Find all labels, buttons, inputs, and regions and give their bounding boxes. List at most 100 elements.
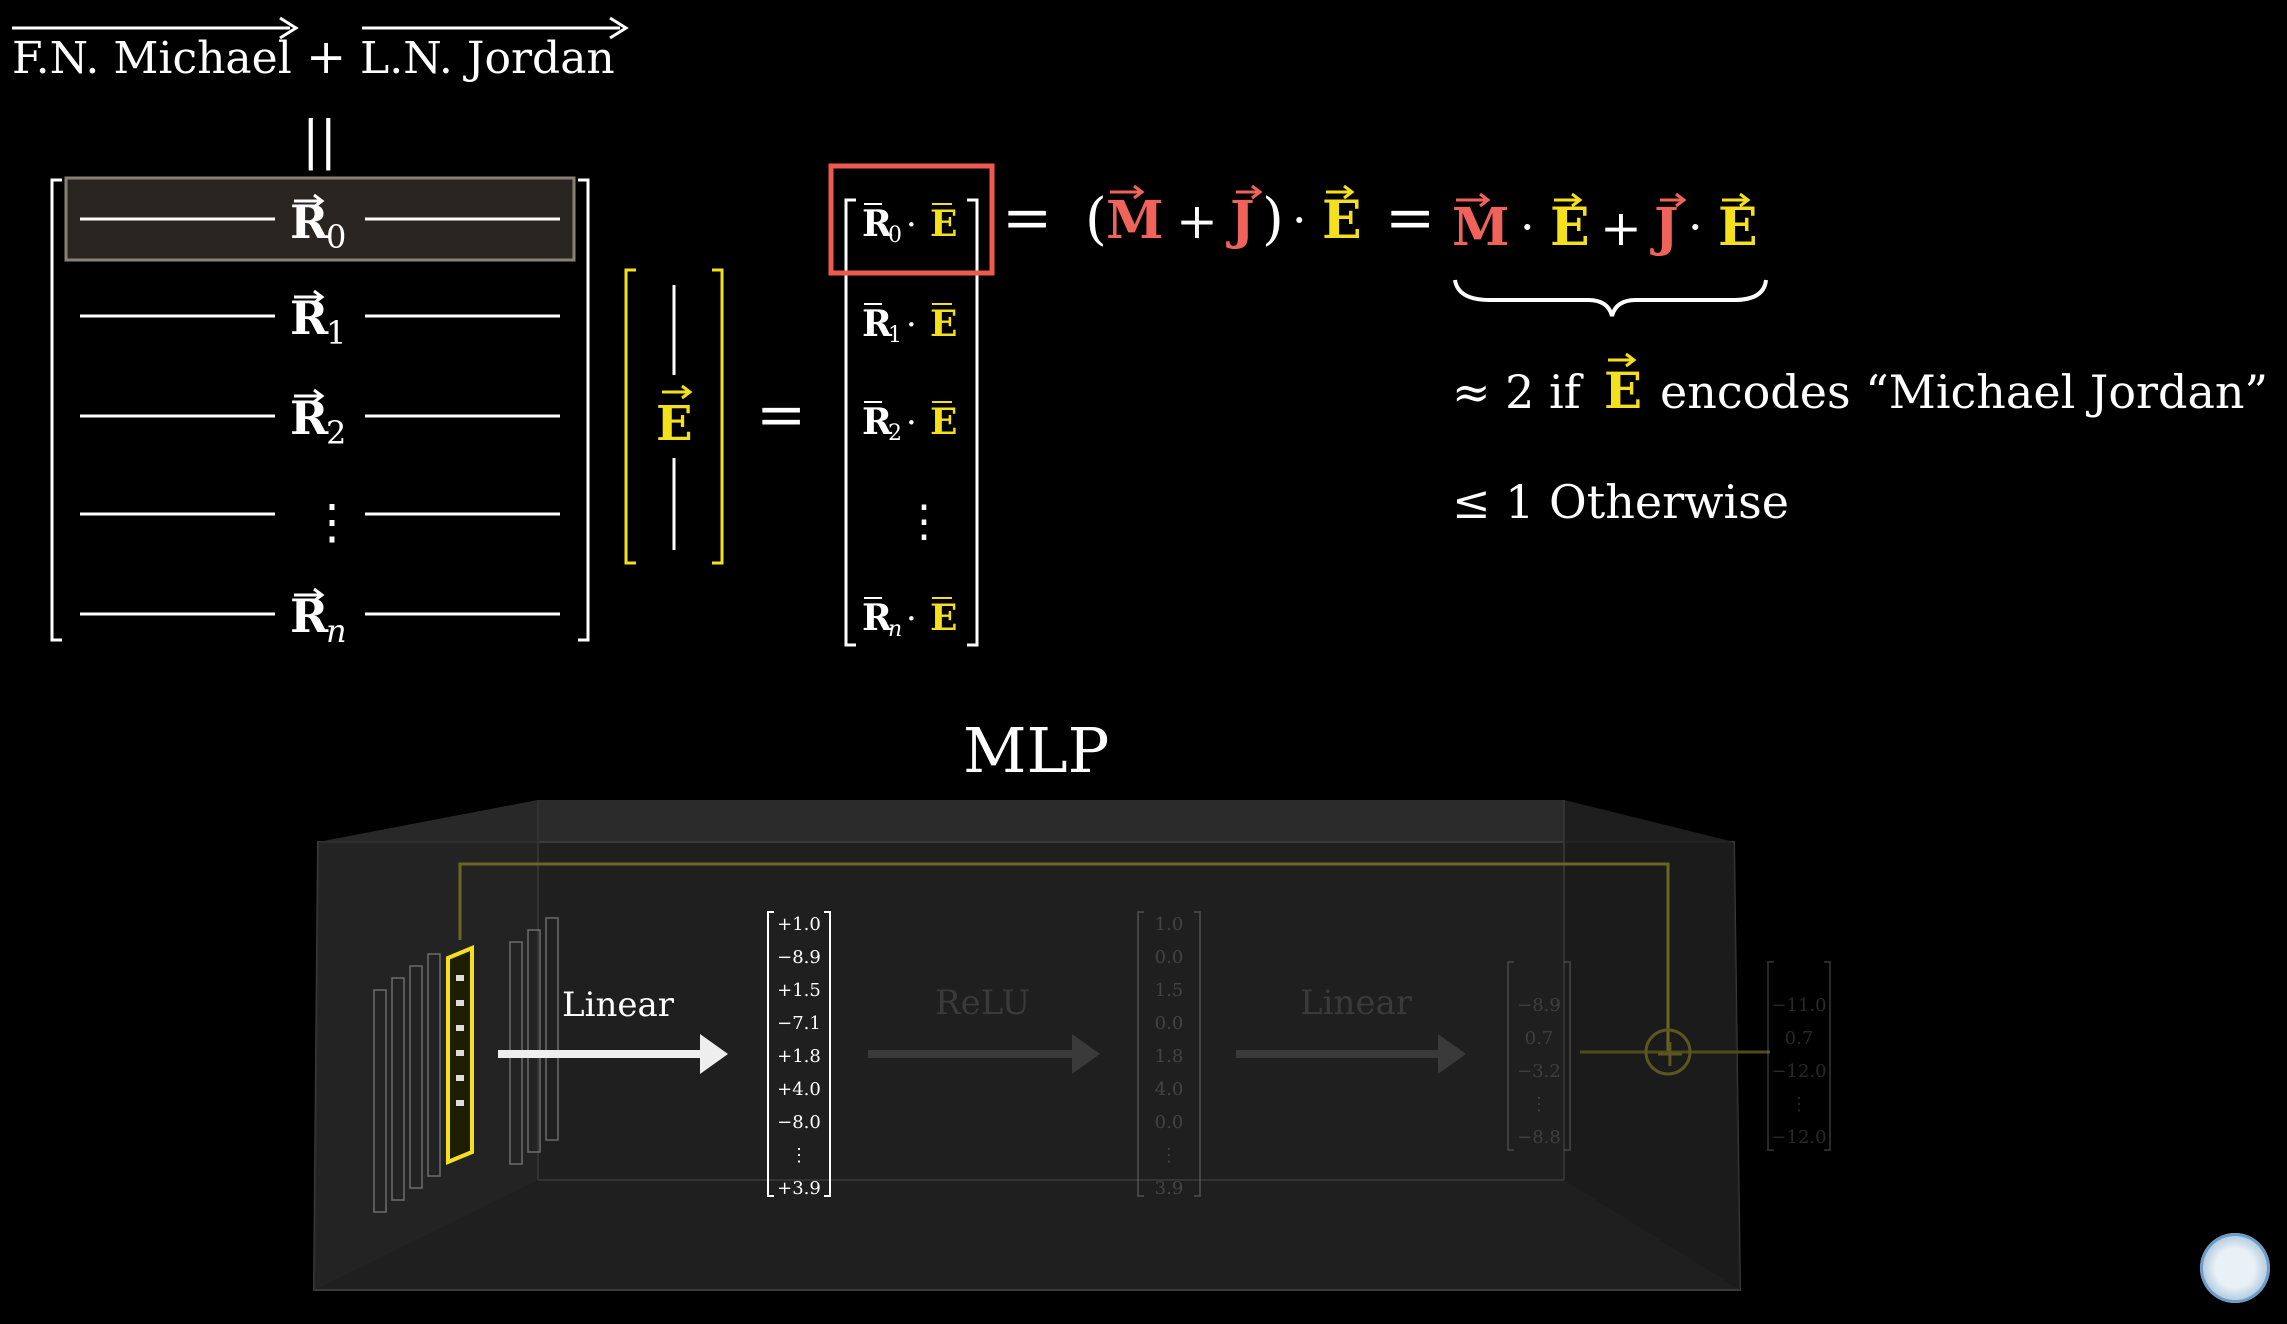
svg-text:n: n (888, 617, 902, 642)
embedding-vector: E (624, 268, 724, 565)
row-vdots: ⋮ (308, 494, 356, 550)
svg-text:E: E (930, 203, 957, 245)
row-matrix: R 0 R 1 R 2 ⋮ R n (50, 176, 590, 650)
result-row2: R 2 · E (862, 401, 957, 446)
fn-label: F.N. Michael (12, 33, 292, 84)
linear2-label: Linear (1300, 983, 1413, 1023)
sum-vector: −11.0 0.7 −12.0 ⋮ −12.0 (1767, 961, 1831, 1151)
top-plus: + (306, 29, 346, 85)
result-row1: R 1 · E (862, 303, 957, 348)
svg-text:+: + (1600, 199, 1642, 257)
svg-text:1: 1 (326, 314, 346, 352)
svg-text:·: · (906, 305, 917, 345)
highlight-box (828, 163, 995, 276)
vector1-entry: −8.9 (777, 947, 821, 968)
svg-text:(: ( (1085, 187, 1107, 252)
svg-text:·: · (1292, 193, 1307, 247)
main-equals: = (756, 380, 806, 450)
vector1-entry: +1.0 (777, 914, 821, 935)
svg-text:E: E (930, 597, 957, 639)
svg-text:0: 0 (326, 218, 346, 256)
vector1-entry: ⋮ (790, 1145, 808, 1166)
svg-text:≈ 2 if: ≈ 2 if (1452, 365, 1584, 419)
result-rown: R n · E (862, 597, 957, 642)
svg-text:2: 2 (326, 414, 346, 452)
svg-text:E: E (1550, 197, 1590, 258)
svg-text:0: 0 (888, 223, 902, 248)
vector3-entry: ⋮ (1530, 1094, 1548, 1115)
svg-text:1: 1 (888, 323, 902, 348)
expansion-equation: = ( M + J ) · E = M · E + J · E (1002, 183, 1768, 317)
ln-label: L.N. Jordan (360, 33, 615, 84)
svg-text:E: E (656, 396, 693, 452)
vector4-entry: −12.0 (1771, 1127, 1826, 1148)
vector3-entry: −8.8 (1517, 1127, 1561, 1148)
svg-text:+: + (1176, 192, 1218, 250)
svg-text:R: R (290, 195, 329, 249)
svg-text:encodes “Michael Jordan”: encodes “Michael Jordan” (1660, 365, 2268, 419)
vector4-entry: −11.0 (1771, 995, 1826, 1016)
hidden-vector: +1.0−8.9+1.5−7.1+1.8+4.0−8.0⋮+3.9 (767, 911, 831, 1199)
svg-text:): ) (1262, 187, 1284, 252)
vector1-entry: +1.5 (777, 980, 821, 1001)
relu-vector: 1.00.01.50.01.84.00.0⋮3.9 (1137, 911, 1201, 1199)
vector2-entry: 3.9 (1155, 1178, 1184, 1199)
svg-text:R: R (290, 589, 329, 643)
vector2-entry: 1.8 (1155, 1046, 1184, 1067)
conditions: ≈ 2 if E encodes “Michael Jordan” ≤ 1 Ot… (1452, 352, 2268, 529)
vector1-entry: −7.1 (777, 1013, 821, 1034)
svg-text:=: = (1385, 183, 1435, 253)
svg-text:R: R (862, 303, 893, 345)
row-r1: R 1 (290, 289, 346, 352)
vector3-entry: 0.7 (1525, 1028, 1554, 1049)
svg-text:·: · (1520, 200, 1535, 254)
top-equation: F.N. Michael + L.N. Jordan || (12, 16, 629, 171)
svg-text:·: · (906, 599, 917, 639)
input-token-stack (373, 917, 559, 1213)
svg-text:R: R (290, 291, 329, 345)
svg-text:R: R (862, 203, 893, 245)
vector2-entry: ⋮ (1160, 1145, 1178, 1166)
vector4-values: −11.0 0.7 −12.0 ⋮ −12.0 (1771, 995, 1826, 1148)
vector2-entry: 0.0 (1155, 1013, 1184, 1034)
vector2-entry: 1.5 (1155, 980, 1184, 1001)
svg-text:E: E (930, 303, 957, 345)
svg-text:M: M (1106, 190, 1164, 251)
vector1-entry: +4.0 (777, 1079, 821, 1100)
svg-text:E: E (1322, 190, 1362, 251)
vector4-entry: 0.7 (1785, 1028, 1814, 1049)
vector3-values: −8.9 0.7 −3.2 ⋮ −8.8 (1517, 995, 1561, 1148)
svg-text:J: J (1650, 197, 1679, 258)
svg-text:+: + (1654, 1031, 1686, 1075)
vector1-entry: +1.8 (777, 1046, 821, 1067)
output-vector: −8.9 0.7 −3.2 ⋮ −8.8 (1507, 961, 1571, 1151)
mlp-title: MLP (963, 714, 1109, 787)
svg-text:J: J (1226, 190, 1255, 251)
svg-text:n: n (326, 612, 347, 650)
vector4-entry: ⋮ (1790, 1094, 1808, 1115)
loading-spinner-icon (2200, 1233, 2270, 1303)
vertical-equals: || (302, 111, 337, 171)
svg-text:=: = (1002, 183, 1052, 253)
vector1-entry: −8.0 (777, 1112, 821, 1133)
vector2-entry: 4.0 (1155, 1079, 1184, 1100)
underbrace (1453, 279, 1768, 317)
svg-text:R: R (290, 391, 329, 445)
svg-text:·: · (906, 205, 917, 245)
vector3-entry: −3.2 (1517, 1061, 1561, 1082)
residual-plus-node (1644, 1028, 1692, 1076)
svg-text:E: E (930, 401, 957, 443)
vector2-entry: 0.0 (1155, 947, 1184, 968)
relu-label: ReLU (935, 983, 1030, 1023)
vector3-entry: −8.9 (1517, 995, 1561, 1016)
vector2-entry: 1.0 (1155, 914, 1184, 935)
vector4-entry: −12.0 (1771, 1061, 1826, 1082)
row-r2: R 2 (290, 388, 346, 452)
svg-text:R: R (862, 401, 893, 443)
svg-text:M: M (1452, 197, 1510, 258)
svg-text:·: · (1688, 200, 1703, 254)
svg-text:E: E (1604, 361, 1642, 420)
svg-text:E: E (1718, 197, 1758, 258)
row-r0: R 0 (290, 193, 346, 256)
linear1-label: Linear (562, 985, 675, 1025)
